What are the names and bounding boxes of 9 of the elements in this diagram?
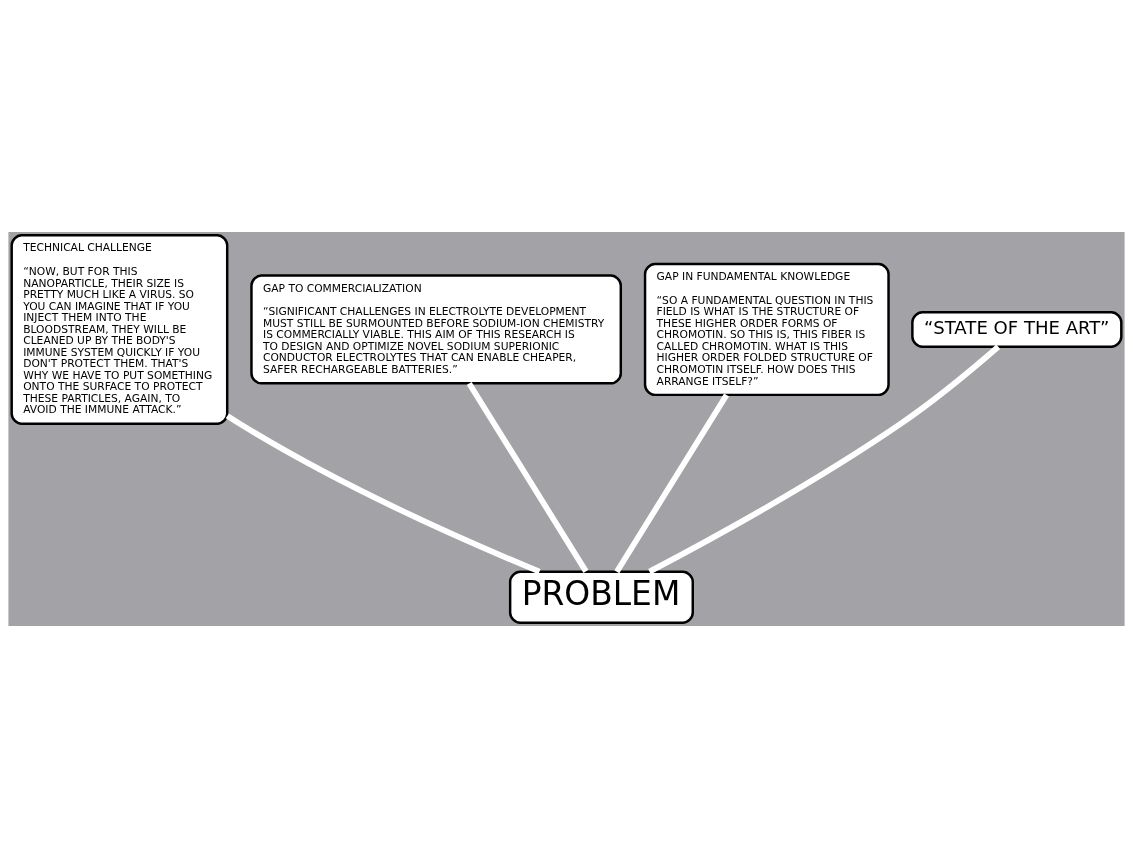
node-box: GAP IN FUNDAMENTAL KNOWLEDGE “SO A FUNDAMENTAL QUESTION IN THIS FIELD IS WHAT IS THE STRUCTURE OF THESE HIGHER ORDER FORMS OF CHROMOTIN. SO THIS IS, THIS FIBER IS CALLED CHROMOTIN. WHAT IS THIS HIGHER ORDER FOLDED STRUCTURE OF CHROMOTIN ITSELF. HOW DOES THIS ARRANGE ITSELF?”: [643, 262, 890, 397]
connector: [614, 393, 729, 574]
node-box: PROBLEM: [508, 570, 694, 624]
connector: [225, 413, 541, 575]
node-box: TECHNICAL CHALLENGE “NOW, BUT FOR THIS NANOPARTICLE, THEIR SIZE IS PRETTY MUCH LIKE A VIRUS. SO YOU CAN IMAGINE THAT IF YOU INJECT THEM INTO THE BLOODSTREAM, THEY WILL BE CLEANED UP BY THE BODY'S IMMUNE SYSTEM QUICKLY IF YOU DON'T PROTECT THEM. THAT'S WHY WE HAVE TO PUT SOMETHING ONTO THE SURFACE TO PROTECT THESE PARTICLES, AGAIN, TO AVOID THE IMMUNE ATTACK.”: [10, 234, 229, 425]
node-box: “STATE OF THE ART”: [911, 310, 1123, 348]
node-box: GAP TO COMMERCIALIZATION “SIGNIFICANT CHALLENGES IN ELECTROLYTE DEVELOPMENT MUST STILL BE SURMOUNTED BEFORE SODIUM-ION CHEMISTRY IS COMMERCIALLY VIABLE. THIS AIM OF THIS RESEARCH IS TO DESIGN AND OPTIMIZE NOVEL SODIUM SUPERIONIC CONDUCTOR ELECTROLYTES THAT CAN ENABLE CHEAPER, SAFER RECHARGEABLE BATTERIES.”: [250, 274, 623, 385]
connector: [648, 344, 1001, 575]
connector: [466, 381, 589, 573]
